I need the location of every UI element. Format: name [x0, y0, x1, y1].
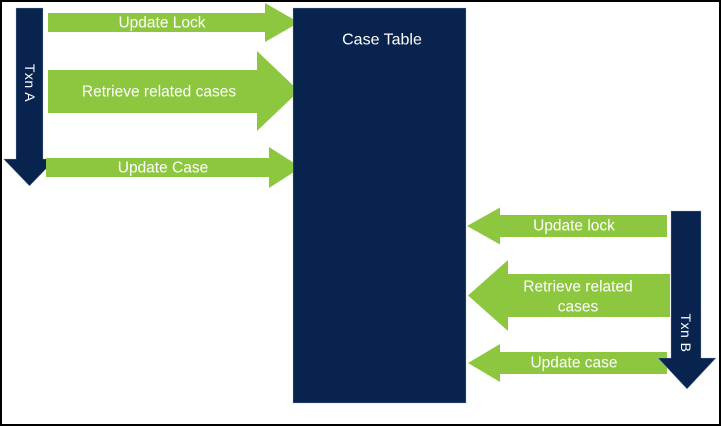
arrow-update-lock-a	[48, 3, 299, 42]
arrow-update-case-a-label: Update Case	[118, 160, 208, 177]
arrow-update-case-b-label: Update case	[530, 355, 617, 372]
arrow-retrieve-related-cases-b-label-line1: Retrieve related	[523, 279, 632, 296]
case-table-label: Case Table	[342, 32, 422, 49]
arrow-update-lock-b	[467, 207, 667, 245]
case-table-rect	[292, 7, 467, 404]
arrow-update-lock-a-label: Update Lock	[118, 15, 205, 32]
arrow-retrieve-related-cases-b-label-line2: cases	[558, 299, 599, 316]
arrow-retrieve-related-cases-a	[48, 51, 299, 131]
arrow-retrieve-related-cases-a-label: Retrieve related cases	[82, 84, 236, 101]
arrow-retrieve-related-cases-b	[468, 260, 670, 331]
txn-b-label: Txn B	[678, 313, 694, 352]
arrow-update-lock-b-label: Update lock	[533, 218, 615, 235]
arrow-update-case-a	[46, 147, 301, 188]
arrow-update-case-b	[468, 344, 667, 382]
txn-a-label: Txn A	[22, 64, 38, 102]
txn-b-arrow	[657, 210, 717, 390]
txn-a-arrow	[2, 7, 57, 187]
